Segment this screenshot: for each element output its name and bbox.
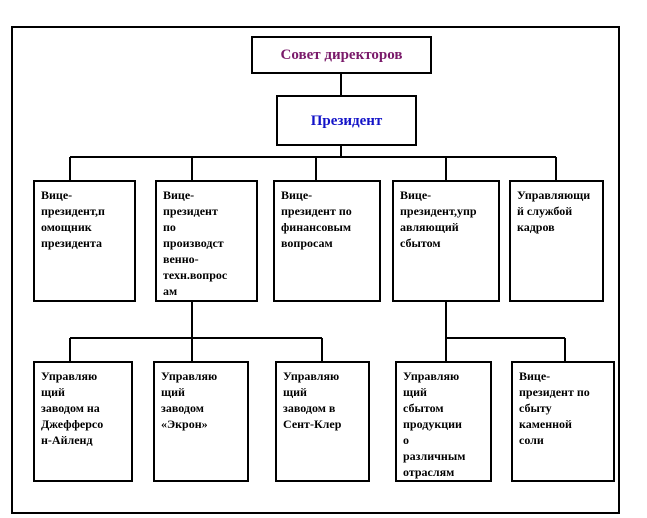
hr-manager-label: Управляющи й службой кадров <box>517 188 591 234</box>
vp-assistant-box: Вице- президент,п омощник президента <box>33 180 136 302</box>
president-label: Президент <box>310 112 383 129</box>
plant-st-clair-box: Управляю щий заводом в Сент-Клер <box>275 361 370 482</box>
rock-salt-vp-label: Вице- президент по сбыту каменной соли <box>519 369 590 447</box>
plant-jefferson-box: Управляю щий заводом на Джефферсо н-Айле… <box>33 361 133 482</box>
vp-assistant-label: Вице- президент,п омощник президента <box>41 188 105 250</box>
vp-finance-box: Вице- президент по финансовым вопросам <box>273 180 381 302</box>
sales-industries-label: Управляю щий сбытом продукции о различны… <box>403 369 466 479</box>
plant-jefferson-label: Управляю щий заводом на Джефферсо н-Айле… <box>41 369 104 447</box>
vp-sales-box: Вице- президент,упр авляющий сбытом <box>392 180 500 302</box>
vp-production-box: Вице- президент по производст венно- тех… <box>155 180 258 302</box>
vp-production-label: Вице- президент по производст венно- тех… <box>163 188 228 298</box>
president-box: Президент <box>276 95 417 146</box>
plant-ekron-label: Управляю щий заводом «Экрон» <box>161 369 218 431</box>
plant-ekron-box: Управляю щий заводом «Экрон» <box>153 361 249 482</box>
rock-salt-vp-box: Вице- президент по сбыту каменной соли <box>511 361 615 482</box>
vp-finance-label: Вице- президент по финансовым вопросам <box>281 188 352 250</box>
sales-industries-box: Управляю щий сбытом продукции о различны… <box>395 361 492 482</box>
plant-st-clair-label: Управляю щий заводом в Сент-Клер <box>283 369 342 431</box>
vp-sales-label: Вице- президент,упр авляющий сбытом <box>400 188 477 250</box>
hr-manager-box: Управляющи й службой кадров <box>509 180 604 302</box>
board-of-directors-label: Совет директоров <box>280 47 403 63</box>
board-of-directors-box: Совет директоров <box>251 36 432 74</box>
diagram-frame <box>11 26 620 514</box>
